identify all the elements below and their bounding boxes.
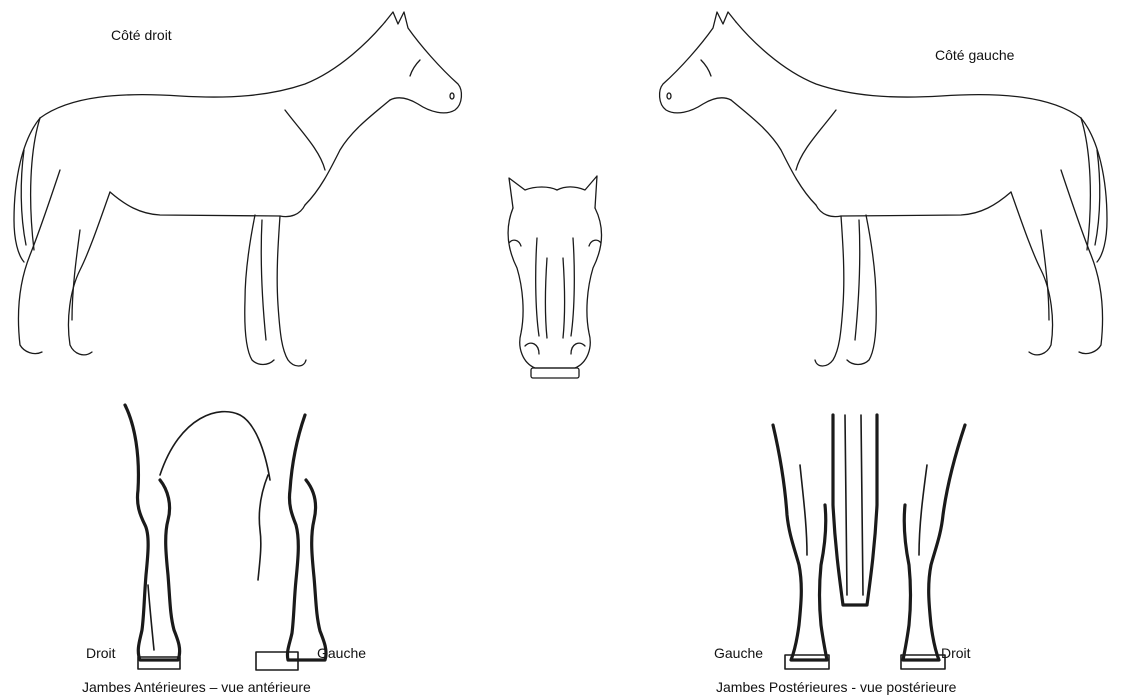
horse-left-side-outline [660, 12, 1107, 366]
horse-hind-legs-posterior-view [773, 415, 965, 669]
hind-legs-figure [755, 405, 975, 675]
horse-right-side-outline [14, 12, 461, 366]
front-legs-figure [100, 395, 330, 675]
horse-right-side-figure [0, 0, 480, 380]
horse-left-side-figure [650, 0, 1121, 380]
horse-head-front-outline [508, 176, 602, 378]
hind-legs-caption: Jambes Postérieures - vue postérieure [716, 679, 956, 695]
horse-front-legs-anterior-view [125, 405, 326, 670]
horse-head-front-figure [495, 168, 615, 383]
front-legs-caption: Jambes Antérieures – vue antérieure [82, 679, 311, 695]
